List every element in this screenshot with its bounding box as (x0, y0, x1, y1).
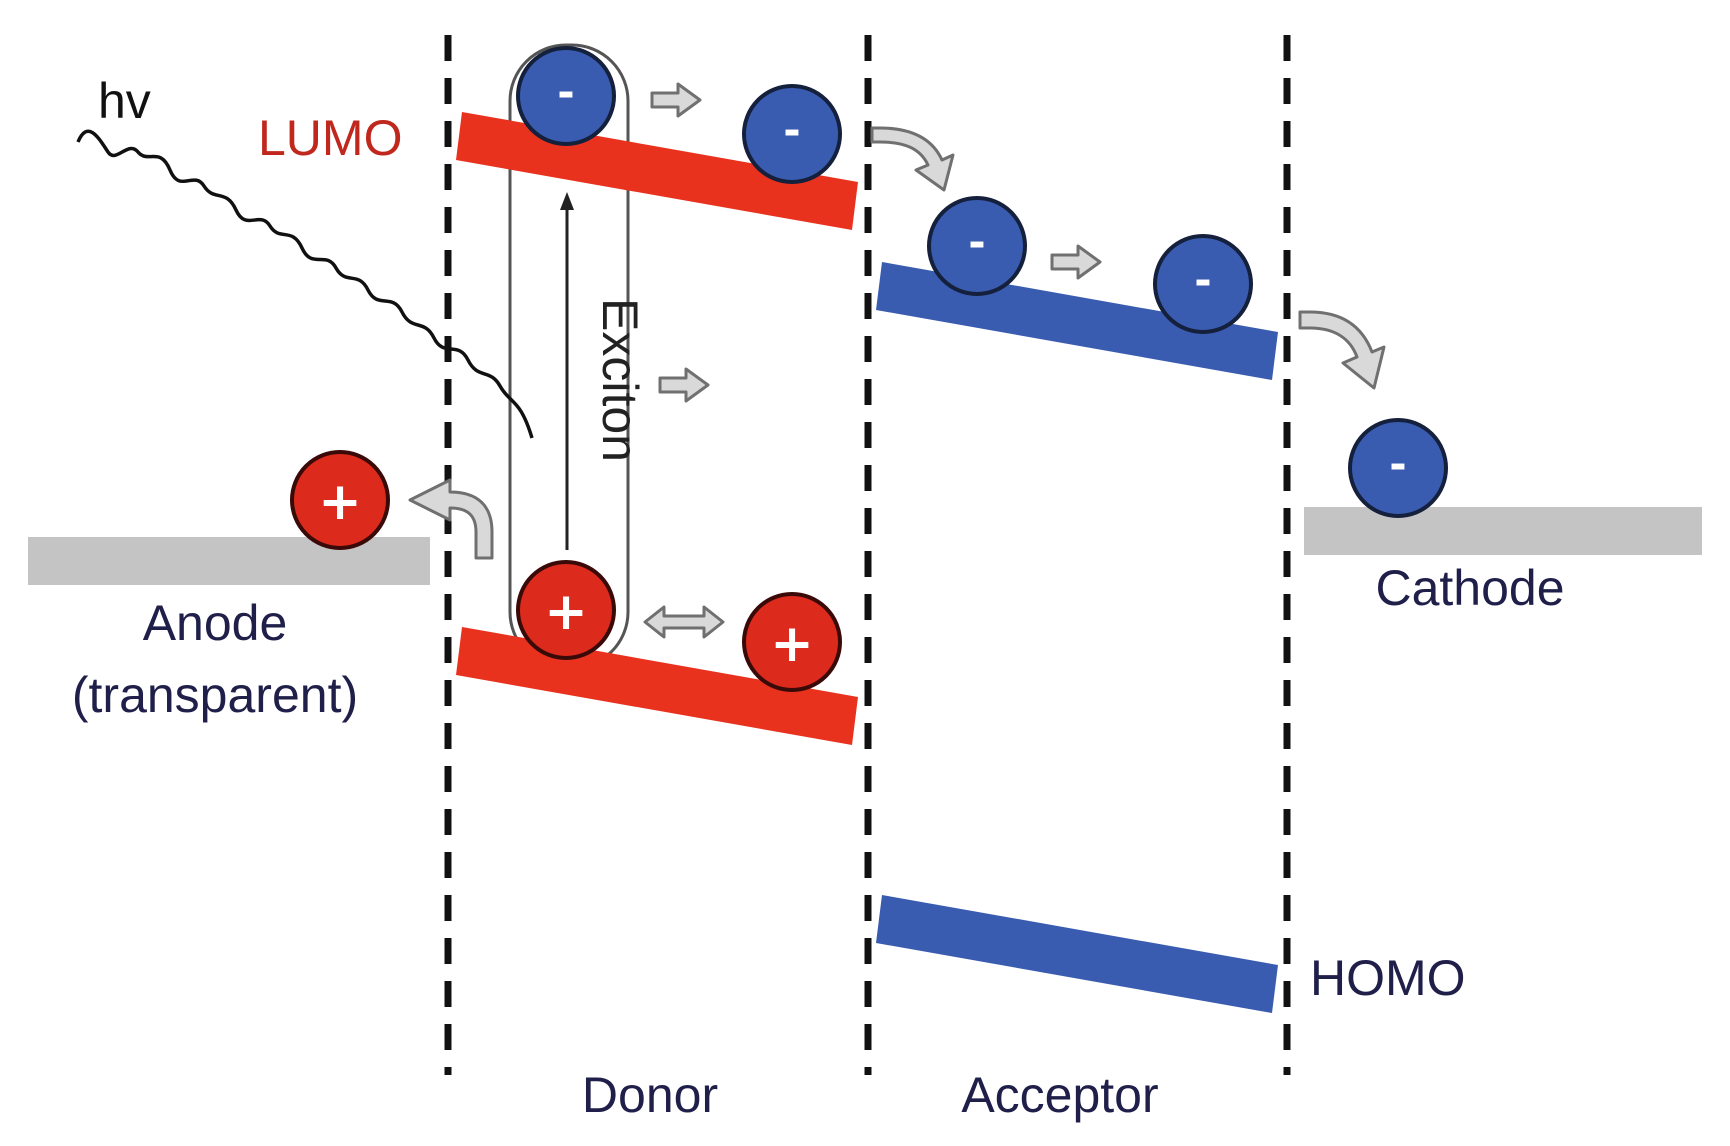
anode-sublabel: (transparent) (72, 667, 358, 723)
svg-text:-: - (968, 218, 985, 267)
hole-anode: + (290, 450, 390, 550)
exciton-arrow-head (560, 192, 574, 210)
electron-donor-lumo: - (742, 84, 842, 184)
exciton-diffusion-arrow (658, 367, 710, 403)
electron-to-cathode-curved-arrow (1298, 310, 1386, 390)
electron-transfer-arrow-donor (650, 82, 702, 118)
svg-text:+: + (544, 582, 588, 642)
hole-donor-homo: + (742, 592, 842, 692)
electron-transfer-arrow-acceptor (1050, 244, 1102, 280)
acceptor-label: Acceptor (961, 1067, 1158, 1123)
svg-text:+: + (770, 614, 814, 674)
hole-donor-exciton: + (516, 560, 616, 660)
donor-label: Donor (582, 1067, 718, 1123)
acceptor-homo-level (876, 895, 1278, 1013)
anode-label: Anode (143, 595, 288, 651)
electron-acceptor-lumo-2: - (1153, 234, 1253, 334)
electron-acceptor-lumo-1: - (927, 196, 1027, 296)
electron-donor-exciton: - (516, 46, 616, 146)
lumo-label: LUMO (258, 110, 402, 166)
svg-text:-: - (1194, 256, 1211, 305)
cathode-electrode (1304, 507, 1702, 555)
exciton-label: Exciton (592, 298, 648, 462)
svg-text:-: - (1389, 440, 1406, 489)
hole-transfer-double-arrow (643, 605, 725, 639)
photon-label: hv (98, 73, 151, 129)
photon-wave (76, 129, 534, 439)
hole-to-anode-curved-arrow (408, 478, 494, 560)
anode-electrode (28, 537, 430, 585)
svg-text:-: - (783, 106, 800, 155)
electron-to-acceptor-curved-arrow (870, 126, 955, 192)
electron-cathode: - (1348, 418, 1448, 518)
svg-text:-: - (557, 68, 574, 117)
svg-text:+: + (318, 472, 362, 532)
homo-label: HOMO (1310, 950, 1466, 1006)
cathode-label: Cathode (1375, 560, 1564, 616)
